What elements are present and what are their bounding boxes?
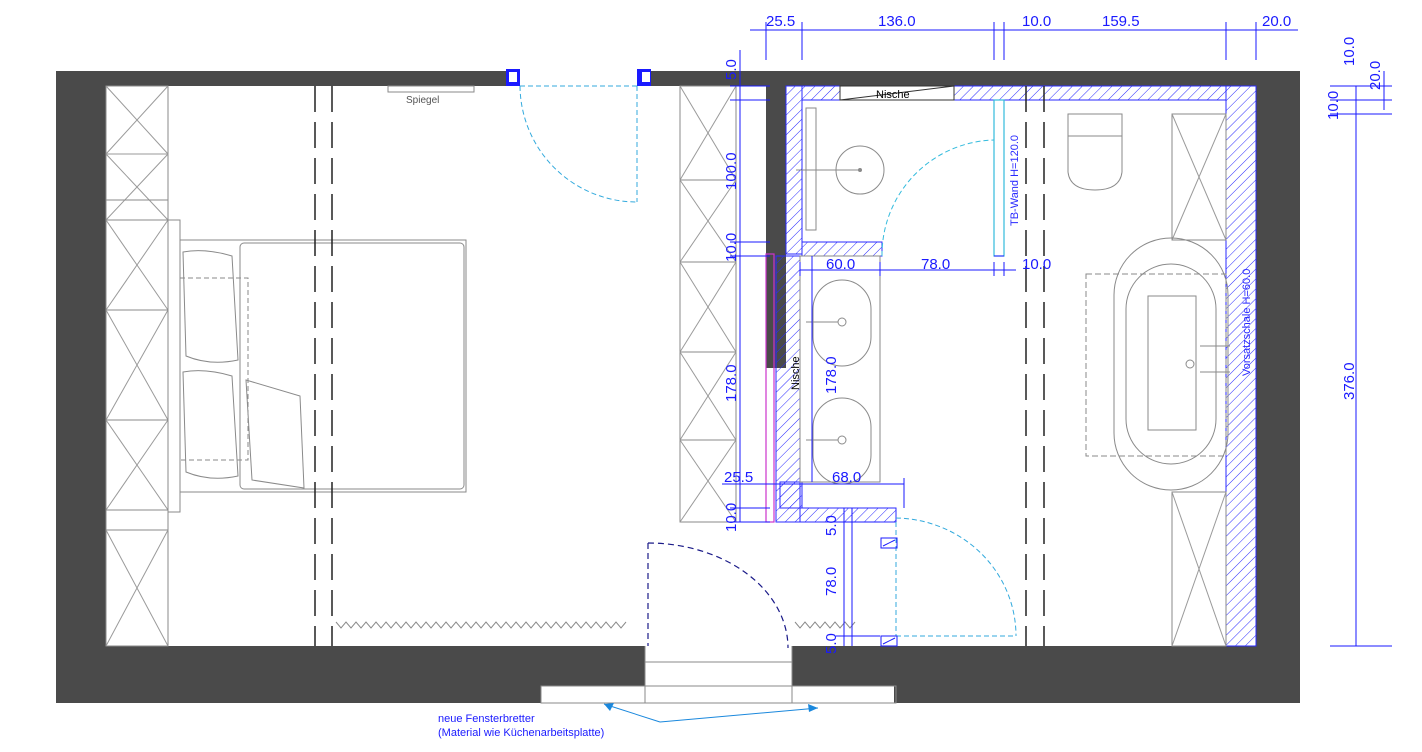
vorsatzschale-label: Vorsatzschale H=60.0 [1241,269,1253,376]
dim-bath-left-2: 100.0 [723,152,740,190]
wardrobe-left [105,85,169,647]
dim-bath-left-4: 178.0 [723,364,740,402]
niche-side-label: Nische [790,356,802,390]
wardrobe-right [679,85,737,523]
dim-inner-78-vert: 78.0 [823,567,840,596]
note-line-1: neue Fensterbretter [438,713,535,725]
top-door-frames [506,69,651,86]
dim-bath-left-3: 10.0 [723,233,740,262]
dimensions-bath-left: 5.0 100.0 10.0 178.0 10.0 [723,50,770,532]
dim-right-3: 10.0 [1325,91,1342,120]
dimensions-inner: 60.0 78.0 10.0 178.0 25.5 68.0 5.0 78.0 … [722,256,1051,654]
small-washbasin [796,107,885,231]
bedroom-door-swing [519,85,638,203]
curtains [335,621,856,629]
tb-wand-label: TB-Wand H=120.0 [1009,135,1021,226]
bed [167,219,467,513]
axis-lines-bedroom [314,86,333,646]
dimensions-right: 10.0 20.0 10.0 376.0 [1325,37,1392,647]
dim-bath-left-1: 5.0 [723,59,740,80]
dim-inner-5b: 5.0 [823,633,840,654]
dim-top-2: 136.0 [878,13,916,30]
dim-right-2: 20.0 [1367,61,1384,90]
note-line-2: (Material wie Küchenarbeitsplatte) [438,727,604,739]
dim-inner-60: 60.0 [826,256,855,273]
window-bottom [540,542,897,704]
outer-walls [56,71,1300,703]
mirror: Spiegel [387,85,475,106]
dim-top-4: 159.5 [1102,13,1140,30]
tb-wand: TB-Wand H=120.0 [881,99,1021,257]
dim-inner-68: 68.0 [832,469,861,486]
dim-top-1: 25.5 [766,13,795,30]
dimensions-top: 25.5 136.0 10.0 159.5 20.0 [750,13,1298,60]
dim-inner-5a: 5.0 [823,515,840,536]
dim-right-1: 10.0 [1341,37,1358,66]
bath-door [843,508,1017,647]
hatched-walls: Nische [775,85,1257,647]
axis-lines-bath [1025,86,1045,646]
bath-cabinet-right [1171,113,1227,647]
dim-top-3: 10.0 [1022,13,1051,30]
dim-top-5: 20.0 [1262,13,1291,30]
mirror-label: Spiegel [406,95,439,106]
dim-right-4: 376.0 [1341,362,1358,400]
dim-inner-25-5: 25.5 [724,469,753,486]
dim-inner-78: 78.0 [921,256,950,273]
dim-inner-178: 178.0 [823,356,840,394]
dim-bath-left-5: 10.0 [723,503,740,532]
niche-top-label: Nische [876,89,910,101]
bathtub: Vorsatzschale H=60.0 [1085,237,1253,491]
window-sill-note: neue Fensterbretter (Material wie Küchen… [438,703,819,739]
dim-inner-10: 10.0 [1022,256,1051,273]
toilet [1067,113,1123,191]
